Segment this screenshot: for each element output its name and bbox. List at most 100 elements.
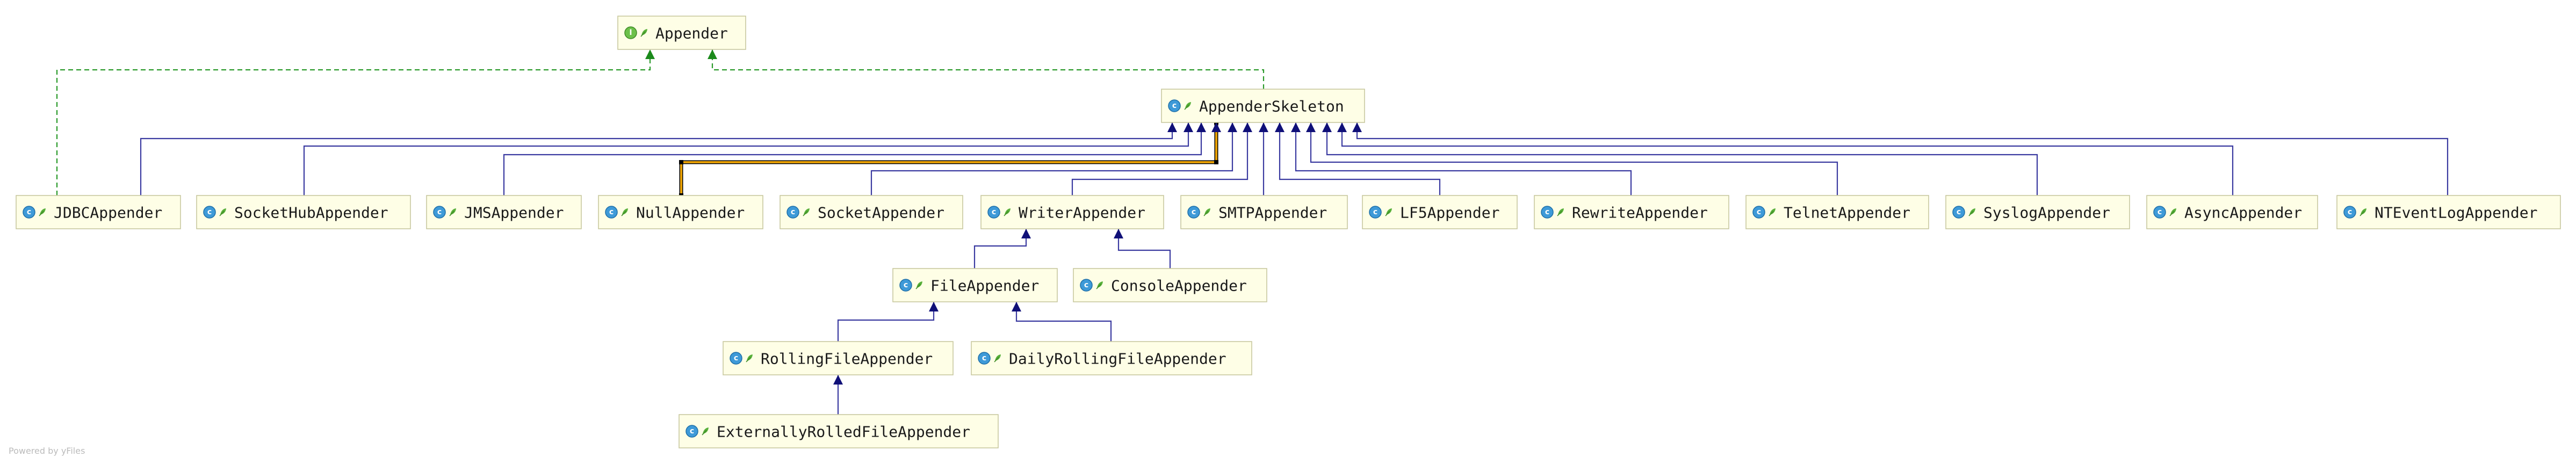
badge-letter: c	[1545, 208, 1549, 216]
extends-arrowhead	[1012, 302, 1021, 311]
node-box	[196, 195, 411, 229]
badge-letter: I	[629, 28, 632, 37]
class-badge-icon	[1952, 206, 1965, 219]
class-badge-icon	[1080, 279, 1093, 292]
class-badge-icon	[203, 206, 216, 219]
edge-file-to-writer[interactable]	[973, 229, 1031, 269]
extends-arrowhead	[1196, 122, 1206, 132]
node-label: SocketHubAppender	[234, 204, 388, 222]
class-badge-icon	[605, 206, 618, 219]
extends-line	[1341, 122, 2234, 195]
powered-by-watermark: Powered by yFiles	[9, 446, 85, 456]
edge-bend-handle[interactable]	[679, 160, 683, 164]
edge-bend-handle[interactable]	[1214, 160, 1218, 164]
node-label: WriterAppender	[1019, 204, 1145, 222]
extends-line	[1279, 122, 1441, 195]
edge-writer-to-skeleton[interactable]	[1071, 122, 1252, 195]
edge-sockethub-to-skeleton[interactable]	[303, 122, 1193, 195]
class-badge-icon	[2153, 206, 2166, 219]
badge-letter: c	[982, 354, 986, 363]
extends-arrowhead	[1228, 122, 1237, 132]
public-leaf-icon	[39, 208, 46, 216]
extends-line	[1015, 302, 1112, 342]
class-badge-icon	[2343, 206, 2356, 219]
extends-line	[837, 302, 935, 342]
edge-skeleton-to-appender[interactable]	[708, 49, 1265, 89]
edge-jdbc-to-skeleton[interactable]	[140, 122, 1177, 195]
node-label: RollingFileAppender	[761, 350, 933, 368]
implements-arrowhead	[645, 49, 655, 59]
node-label: SocketAppender	[818, 204, 944, 222]
node-label: TelnetAppender	[1784, 204, 1910, 222]
edge-null-to-skeleton[interactable]	[679, 120, 1221, 198]
public-leaf-icon	[1557, 208, 1564, 216]
node-dailyrolling[interactable]: c DailyRollingFileAppender	[971, 341, 1252, 375]
public-leaf-icon	[1203, 208, 1210, 216]
extends-line	[973, 229, 1027, 269]
extends-arrowhead	[1114, 229, 1123, 238]
edge-jdbc-to-appender[interactable]	[56, 49, 655, 195]
class-badge-icon	[433, 206, 446, 219]
extends-arrowhead	[1352, 122, 1362, 132]
public-leaf-icon	[1184, 102, 1191, 110]
edge-socket-to-skeleton[interactable]	[870, 122, 1237, 195]
public-leaf-icon	[449, 208, 456, 216]
class-badge-icon	[1168, 99, 1181, 112]
badge-letter: c	[437, 208, 442, 216]
implements-line	[56, 49, 651, 195]
node-label: NullAppender	[636, 204, 745, 222]
extends-arrowhead	[1337, 122, 1347, 132]
extends-line	[1356, 122, 2449, 195]
edge-syslog-to-skeleton[interactable]	[1322, 122, 2038, 195]
extends-arrowhead	[929, 302, 939, 311]
edge-lf5-to-skeleton[interactable]	[1275, 122, 1441, 195]
edge-ntevent-to-skeleton[interactable]	[1352, 122, 2449, 195]
node-box	[2146, 195, 2318, 229]
edge-jms-to-skeleton[interactable]	[503, 122, 1206, 195]
extends-arrowhead	[1259, 122, 1268, 132]
node-extrolled[interactable]: c ExternallyRolledFileAppender	[679, 414, 999, 448]
edge-smtp-to-skeleton[interactable]	[1259, 122, 1268, 195]
node-box	[679, 414, 999, 448]
public-leaf-icon	[2169, 208, 2176, 216]
node-label: ExternallyRolledFileAppender	[717, 423, 970, 441]
edges-layer	[56, 49, 2449, 415]
edge-telnet-to-skeleton[interactable]	[1306, 122, 1838, 195]
node-label: DailyRollingFileAppender	[1009, 350, 1226, 368]
node-box	[723, 341, 954, 375]
edge-dailyrolling-to-file[interactable]	[1012, 302, 1112, 342]
edge-extrolled-to-rolling[interactable]	[833, 375, 843, 415]
class-badge-icon	[1752, 206, 1765, 219]
edge-console-to-writer[interactable]	[1114, 229, 1171, 269]
edge-async-to-skeleton[interactable]	[1337, 122, 2234, 195]
node-box	[1745, 195, 1929, 229]
class-badge-icon	[899, 279, 912, 292]
public-leaf-icon	[915, 281, 922, 289]
class-badge-icon	[987, 206, 1000, 219]
class-badge-icon	[1369, 206, 1382, 219]
node-box	[1945, 195, 2130, 229]
edge-rolling-to-file[interactable]	[837, 302, 939, 342]
node-box	[971, 341, 1252, 375]
edge-rewrite-to-skeleton[interactable]	[1291, 122, 1632, 195]
badge-letter: c	[690, 427, 694, 436]
extends-arrowhead	[833, 375, 843, 385]
